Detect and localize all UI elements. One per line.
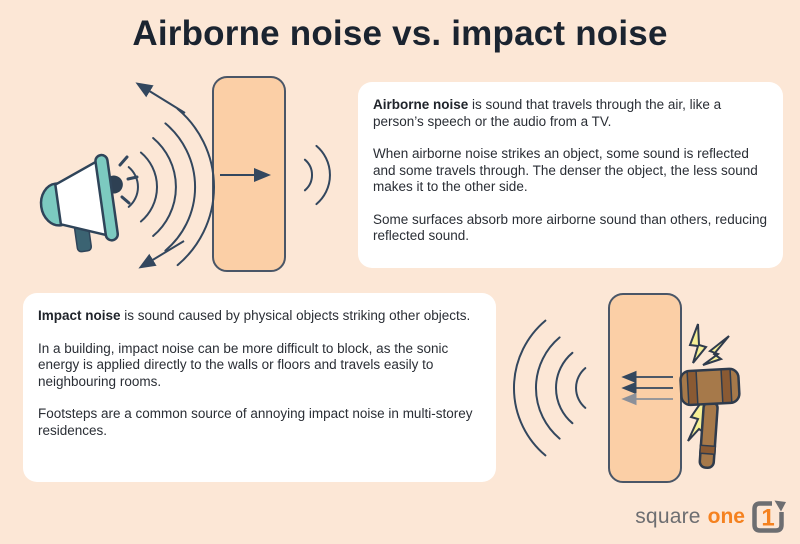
emission-dashes — [118, 155, 139, 205]
infographic-title: Airborne noise vs. impact noise — [132, 14, 668, 53]
sound-waves — [127, 107, 215, 267]
logo-word-square: square — [635, 505, 701, 528]
airborne-paragraph-2: When airborne noise strikes an object, s… — [373, 146, 758, 194]
square-one-logo-mark-icon: 1 — [752, 500, 786, 533]
impact-noise-card: Impact noise is sound caused by physical… — [23, 293, 496, 482]
through-wall-arrows — [621, 370, 673, 406]
logo-rotate-arrowhead — [774, 500, 786, 512]
airborne-noise-illustration — [39, 76, 331, 272]
airborne-paragraph-1: Airborne noise is sound that travels thr… — [373, 97, 768, 130]
hammer-head-band-left — [686, 370, 699, 406]
hammer-icon — [679, 367, 741, 470]
airborne-noise-card: Airborne noise is sound that travels thr… — [358, 82, 783, 268]
logo-digit: 1 — [761, 505, 774, 532]
hammer-handle-band — [699, 444, 717, 456]
airborne-paragraph-1-text: is sound that travels through the air, l… — [373, 97, 722, 129]
logo-word-one: one — [707, 505, 745, 528]
squareone-logo: square one 1 — [635, 499, 786, 535]
airborne-term: Airborne noise — [373, 97, 469, 112]
hammer-handle — [698, 400, 719, 470]
reflected-arrow-down — [138, 240, 185, 269]
transmitted-waves — [303, 144, 331, 206]
airborne-paragraph-3: Some surfaces absorb more airborne sound… — [373, 211, 767, 244]
impact-paragraph-2: In a building, impact noise can be more … — [38, 340, 449, 389]
hammer-head-band-right — [720, 368, 733, 404]
impact-noise-illustration — [512, 293, 741, 483]
impact-paragraph-3: Footsteps are a common source of annoyin… — [38, 406, 473, 438]
reflected-arrow-up — [135, 82, 186, 114]
megaphone-icon — [39, 153, 123, 253]
impact-term: Impact noise — [38, 308, 121, 323]
impact-sound-waves — [512, 319, 587, 457]
megaphone-rim — [94, 153, 120, 242]
impact-paragraph-1-text: is sound caused by physical objects stri… — [120, 308, 471, 323]
impact-paragraph-1: Impact noise is sound caused by physical… — [38, 308, 481, 325]
